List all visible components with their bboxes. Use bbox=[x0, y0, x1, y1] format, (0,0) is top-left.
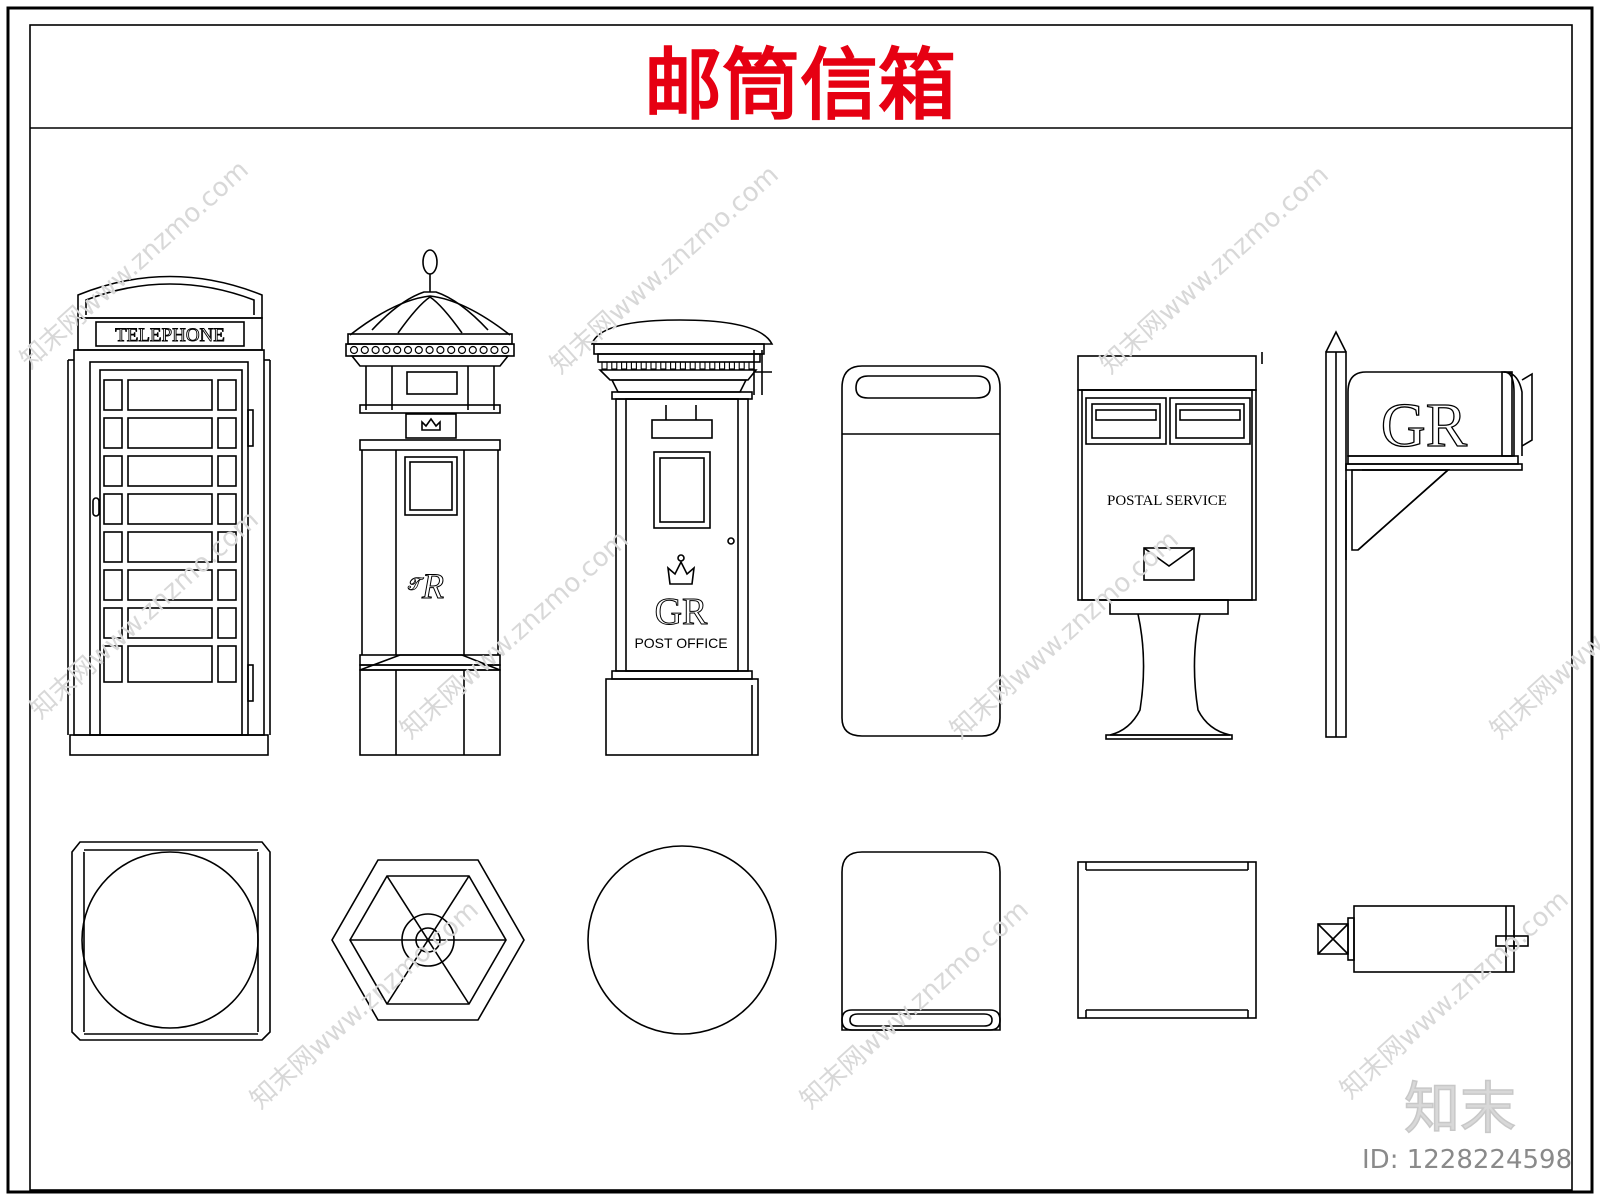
pillar-dentil bbox=[699, 361, 706, 370]
royal-cipher: GR bbox=[655, 591, 708, 633]
pillar-dentil bbox=[738, 361, 745, 370]
sheet-title: 邮筒信箱 bbox=[644, 40, 956, 131]
post-mounted-mailbox-plan bbox=[1317, 905, 1529, 973]
pillar-royal-cipher: R bbox=[421, 566, 444, 606]
pillar-dentil bbox=[650, 361, 657, 370]
pillar-dentil bbox=[601, 361, 608, 370]
slim-mailbox-elevation bbox=[841, 365, 1001, 737]
pillar-dentil bbox=[621, 361, 628, 370]
watermark-text: 知末网www.znzmo.com bbox=[395, 525, 635, 745]
pillar-bead bbox=[425, 345, 434, 355]
drawing-frame bbox=[6, 6, 1594, 1194]
pillar-bead bbox=[501, 345, 510, 355]
pillar-dentil bbox=[630, 361, 637, 370]
pillar-cipher-prefix: 𝒯 bbox=[408, 574, 424, 594]
watermark-text: 知末网www.znzmo.com bbox=[245, 895, 485, 1115]
pillar-box-plan bbox=[587, 845, 777, 1035]
postal-service-box-plan bbox=[1077, 861, 1257, 1019]
pillar-bead bbox=[457, 345, 467, 355]
pillar-bead bbox=[414, 345, 423, 355]
slim-mailbox-plan bbox=[841, 851, 1001, 1031]
mailbox-cipher: GR bbox=[1381, 392, 1468, 460]
watermark-text: 知末网www.znzmo.com bbox=[795, 895, 1035, 1115]
pillar-dentil bbox=[679, 361, 686, 370]
pillar-dentil bbox=[660, 361, 667, 370]
pillar-dentil bbox=[719, 361, 726, 370]
post-mounted-mailbox-elevation: GR bbox=[1325, 330, 1533, 738]
telephone-box-elevation: TELEPHONE bbox=[67, 275, 271, 756]
post-office-label: POST OFFICE bbox=[634, 635, 727, 651]
pillar-bead bbox=[479, 345, 488, 355]
hexagonal-pillar-box-elevation: 𝒯 R bbox=[345, 249, 515, 756]
postal-service-label: POSTAL SERVICE bbox=[1107, 493, 1227, 509]
pillar-bead-row bbox=[349, 345, 510, 355]
pillar-dentil bbox=[611, 361, 618, 370]
pillar-bead bbox=[436, 345, 445, 355]
pillar-bead bbox=[393, 345, 402, 355]
watermark-text: 知末网www.znzmo.com bbox=[1485, 525, 1600, 745]
watermark-text: 知末网www.znzmo.com bbox=[25, 505, 265, 725]
pillar-bead bbox=[490, 345, 499, 355]
watermark-id: ID: 1228224598 bbox=[1362, 1145, 1572, 1175]
watermark-text: 知末网www.znzmo.com bbox=[1335, 885, 1575, 1105]
telephone-box-plan bbox=[71, 841, 271, 1041]
telephone-sign-label: TELEPHONE bbox=[115, 325, 225, 346]
hexagonal-pillar-box-plan bbox=[331, 859, 525, 1021]
postal-service-box-elevation: POSTAL SERVICE bbox=[1077, 352, 1263, 740]
pillar-dentil bbox=[689, 361, 696, 370]
telephone-box-panes bbox=[103, 379, 237, 683]
pillar-bead bbox=[447, 345, 456, 355]
pillar-bead bbox=[468, 345, 477, 355]
pillar-dentil bbox=[670, 361, 677, 370]
pillar-dentil-row bbox=[601, 361, 755, 370]
pillar-bead bbox=[403, 345, 413, 355]
pillar-bead bbox=[382, 345, 391, 355]
watermark-text: 知末网www.znzmo.com bbox=[945, 525, 1185, 745]
watermark-text: 知末网www.znzmo.com bbox=[545, 160, 785, 380]
pillar-dentil bbox=[709, 361, 716, 370]
pillar-bead bbox=[349, 345, 359, 355]
watermark-logo: 知末 bbox=[1404, 1077, 1516, 1142]
watermark-text: 知末网www.znzmo.com bbox=[1095, 160, 1335, 380]
pillar-dentil bbox=[728, 361, 735, 370]
pillar-bead bbox=[371, 345, 380, 355]
pillar-dentil bbox=[640, 361, 647, 370]
pillar-bead bbox=[360, 345, 369, 355]
post-office-pillar-box-elevation: GR POST OFFICE bbox=[590, 319, 774, 756]
